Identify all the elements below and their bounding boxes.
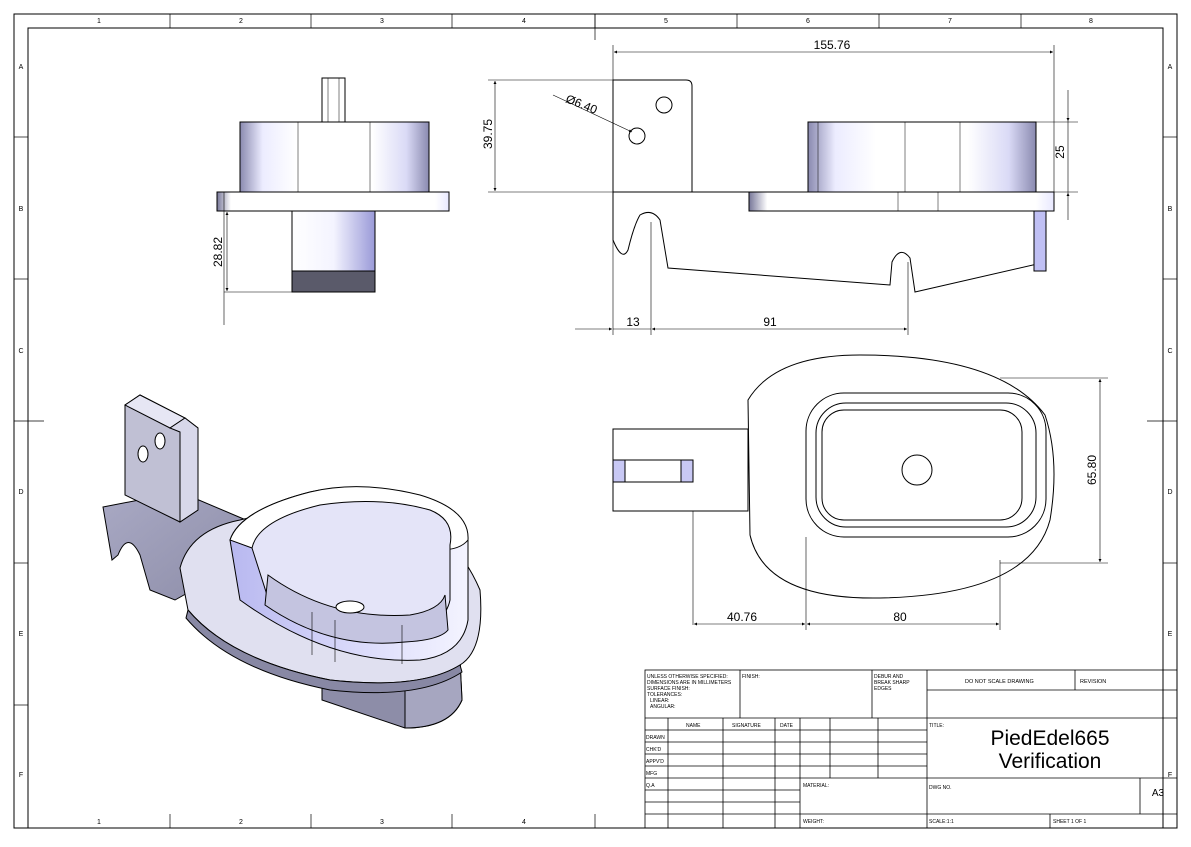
zone-left-c: C (18, 348, 23, 355)
tb-weight: WEIGHT: (803, 819, 824, 825)
tb-unless-4: TOLERANCES: (647, 692, 682, 698)
dimension-stem-depth (217, 192, 292, 325)
dim-hole-diameter-label: Ø6.40 (564, 92, 600, 117)
tb-sheet: SHEET 1 OF 1 (1053, 819, 1086, 825)
dim-overall-length-label: 155.76 (814, 38, 851, 52)
dim-offset-91-label: 91 (763, 315, 777, 329)
tb-size: A3 (1152, 788, 1165, 799)
dimension-tab-height (488, 79, 613, 193)
zone-left-a: A (19, 64, 24, 71)
tb-unless-5: LINEAR: (650, 698, 669, 704)
zone-right-c: C (1167, 348, 1172, 355)
zone-labels: 1 2 3 4 5 6 7 8 1 2 3 4 A B C D E F A B … (18, 18, 1172, 826)
zone-left-d: D (18, 489, 23, 496)
dimension-plan-offsets (694, 537, 1001, 630)
tb-unless-2: DIMENSIONS ARE IN MILLIMETERS (647, 680, 732, 686)
zone-left-e: E (19, 631, 24, 638)
zone-top-6: 6 (806, 18, 810, 25)
zone-right-b: B (1168, 206, 1173, 213)
tb-row-appvd: APPV'D (646, 759, 664, 765)
dim-width-label: 65.80 (1085, 455, 1099, 485)
zone-right-d: D (1167, 489, 1172, 496)
zone-ticks (14, 14, 1177, 828)
tb-unless-6: ANGULAR: (650, 704, 676, 710)
zone-top-5: 5 (664, 18, 668, 25)
side-view (612, 79, 1055, 293)
tb-col-date: DATE (780, 723, 794, 729)
zone-bottom-2: 2 (239, 819, 243, 826)
tb-row-qa: Q.A (646, 783, 655, 789)
zone-bottom-1: 1 (97, 819, 101, 826)
tb-unless-3: SURFACE FINISH: (647, 686, 690, 692)
tb-deburr-3: EDGES (874, 686, 892, 692)
zone-bottom-4: 4 (522, 819, 526, 826)
zone-left-f: F (19, 772, 23, 779)
zone-right-e: E (1168, 631, 1173, 638)
tb-unless-1: UNLESS OTHERWISE SPECIFIED: (647, 674, 728, 680)
dim-offset-40-label: 40.76 (727, 610, 757, 624)
front-view (216, 77, 450, 293)
dimension-width (1000, 377, 1108, 564)
zone-left-b: B (19, 206, 24, 213)
zone-top-2: 2 (239, 18, 243, 25)
title-block (644, 669, 1178, 829)
zone-top-3: 3 (380, 18, 384, 25)
dimension-overall-length (612, 45, 1055, 192)
zone-top-4: 4 (522, 18, 526, 25)
dim-tab-height-label: 39.75 (481, 119, 495, 149)
tb-do-not-scale: DO NOT SCALE DRAWING (965, 679, 1034, 685)
drawing-title-line-2: Verification (999, 750, 1102, 773)
tb-deburr-2: BREAK SHARP (874, 680, 910, 686)
tb-row-chkd: CHK'D (646, 747, 662, 753)
zone-bottom-3: 3 (380, 819, 384, 826)
zone-right-f: F (1168, 772, 1172, 779)
tb-title-label: TITLE: (929, 723, 944, 729)
drawing-title-line-1: PiedEdel665 (990, 727, 1109, 750)
tb-col-signature: SIGNATURE (732, 723, 761, 729)
tb-col-name: NAME (686, 723, 701, 729)
top-view (612, 354, 1055, 625)
tb-material: MATERIAL: (803, 783, 829, 789)
dimension-offsets-bottom (575, 222, 909, 335)
tb-row-mfg: MFG (646, 771, 657, 777)
tb-row-drawn: DRAWN (646, 735, 665, 741)
zone-top-7: 7 (948, 18, 952, 25)
dimension-cup-height (1036, 90, 1078, 220)
dimension-hole-leader (552, 94, 633, 133)
isometric-view (102, 394, 482, 729)
tb-dwg-no: DWG NO. (929, 785, 952, 791)
dim-cup-height-label: 25 (1053, 145, 1067, 159)
zone-top-1: 1 (97, 18, 101, 25)
dim-stem-depth-label: 28.82 (211, 237, 225, 267)
tb-scale: SCALE:1:1 (929, 819, 954, 825)
title-block-text: UNLESS OTHERWISE SPECIFIED: DIMENSIONS A… (646, 674, 1165, 825)
dim-offset-13-label: 13 (626, 315, 640, 329)
zone-right-a: A (1168, 64, 1173, 71)
dim-offset-80-label: 80 (893, 610, 907, 624)
tb-finish: FINISH: (742, 674, 760, 680)
tb-revision: REVISION (1080, 679, 1106, 685)
tb-deburr-1: DEBUR AND (874, 674, 904, 680)
zone-top-8: 8 (1089, 18, 1093, 25)
